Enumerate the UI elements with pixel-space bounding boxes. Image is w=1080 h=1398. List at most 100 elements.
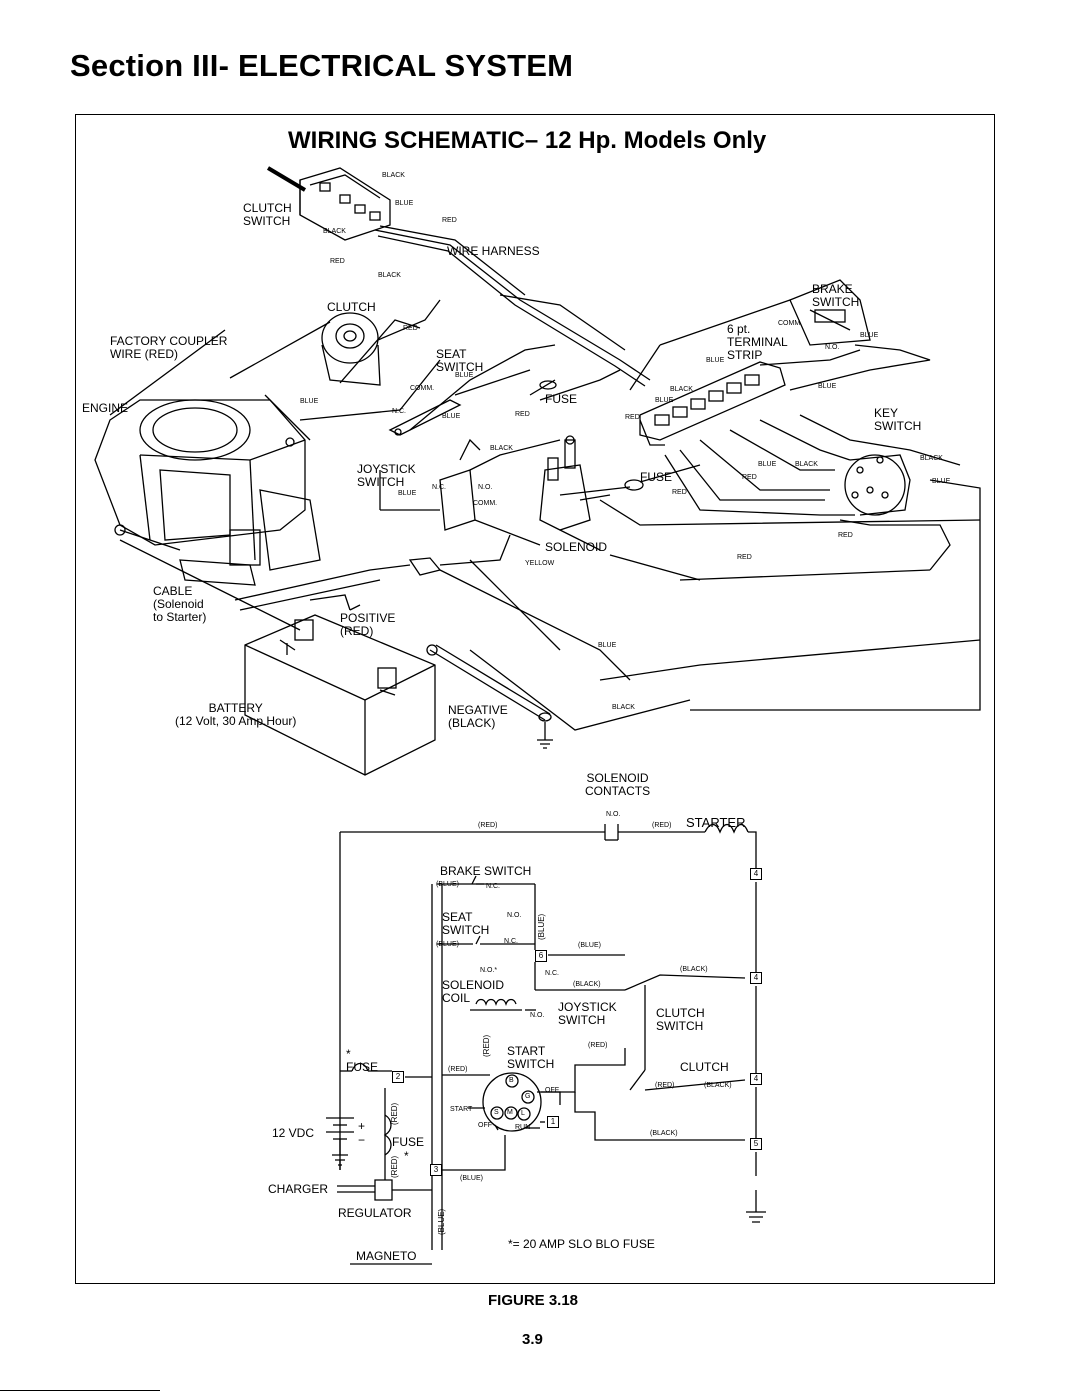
wire-color-label: BLUE <box>758 461 777 468</box>
wire-color-label: BLUE <box>395 200 414 207</box>
negative-label: NEGATIVE (BLACK) <box>448 703 508 730</box>
wire-color-label: (BLUE) <box>460 1175 483 1182</box>
wire-color-label: BLACK <box>670 386 693 393</box>
wire-color-label: BLACK <box>378 272 401 279</box>
wire-color-label: BLACK <box>612 704 635 711</box>
voltage-label: 12 VDC <box>272 1126 315 1140</box>
figure-caption: FIGURE 3.18 <box>488 1292 579 1309</box>
wire-color-label: RED <box>737 554 752 561</box>
engine-label: ENGINE <box>82 401 129 415</box>
wire-color-label: RED <box>625 414 640 421</box>
switch-terminal-letter: M <box>507 1109 513 1116</box>
no-label: N.O. <box>507 912 522 919</box>
wire-harness-label: WIRE HARNESS <box>447 244 540 258</box>
nc-label: N.C. <box>486 883 500 890</box>
terminal-box: 4 <box>750 1073 762 1085</box>
wire-color-label: (BLACK) <box>704 1082 732 1089</box>
wire-color-label: BLACK <box>323 228 346 235</box>
seat-switch-label: SEAT SWITCH <box>442 910 490 937</box>
wire-color-label: (BLUE) <box>436 941 459 948</box>
cable-label: CABLE (Solenoid to Starter) <box>153 584 207 624</box>
clutch-switch-label: CLUTCH SWITCH <box>243 201 292 228</box>
page-number: 3.9 <box>522 1331 543 1348</box>
nc-label: N.C. <box>432 484 446 491</box>
switch-terminal-letter: G <box>525 1093 531 1100</box>
wire-color-label: RED <box>672 489 687 496</box>
wire-color-label: BLACK <box>490 445 513 452</box>
footnote: *= 20 AMP SLO BLO FUSE <box>508 1237 655 1251</box>
wire-color-label: (RED) <box>588 1042 608 1049</box>
off-label: OFF <box>545 1087 559 1094</box>
wire-color-label: BLUE <box>860 332 879 339</box>
wire-color-label: BLUE <box>598 642 617 649</box>
wire-color-label: (RED) <box>478 822 498 829</box>
footnote-star: * <box>346 1047 351 1061</box>
wire-color-label: BLUE <box>398 490 417 497</box>
wire-color-label: (BLUE) <box>436 881 459 888</box>
factory-coupler-label: FACTORY COUPLER WIRE (RED) <box>110 334 228 361</box>
wire-color-label: BLUE <box>455 372 474 379</box>
switch-terminal-letter: S <box>494 1109 499 1116</box>
wire-color-label: RED <box>515 411 530 418</box>
no-label: N.O. <box>606 811 621 818</box>
terminal-box: 3 <box>430 1164 442 1176</box>
battery-label: BATTERY (12 Volt, 30 Amp.Hour) <box>175 701 297 728</box>
off-label: OFF <box>478 1122 492 1129</box>
fuse-label: FUSE <box>545 392 578 406</box>
start-position-label: START <box>450 1106 473 1113</box>
wire-color-label: (RED) <box>390 1102 399 1125</box>
wire-color-label: (RED) <box>652 822 672 829</box>
wire-color-label: (RED) <box>655 1082 675 1089</box>
terminal-strip-label: 6 pt. TERMINAL STRIP <box>727 322 788 362</box>
comm-label: COMM. <box>778 320 803 327</box>
wire-color-label: BLACK <box>382 172 405 179</box>
comm-label: COMM. <box>473 500 498 507</box>
solenoid-contacts-label: SOLENOID CONTACTS <box>585 771 651 798</box>
wire-color-label: BLUE <box>706 357 725 364</box>
wire-color-label: (BLUE) <box>537 913 546 940</box>
terminal-box: 4 <box>750 972 762 984</box>
positive-label: POSITIVE (RED) <box>340 611 396 638</box>
starter-label: STARTER <box>686 815 746 830</box>
plus-sign: + <box>358 1119 366 1133</box>
wire-color-label: RED <box>403 325 418 332</box>
terminal-box: 4 <box>750 868 762 880</box>
minus-sign: − <box>358 1133 366 1147</box>
brake-switch-label: BRAKE SWITCH <box>812 282 860 309</box>
run-label: RUN <box>515 1124 531 1131</box>
key-switch-label: KEY SWITCH <box>874 406 922 433</box>
comm-label: COMM. <box>410 385 435 392</box>
no-label: N.O.* <box>480 967 498 974</box>
fuse-label: FUSE <box>640 470 673 484</box>
terminal-box: 5 <box>750 1138 762 1150</box>
figure-title: WIRING SCHEMATIC– 12 Hp. Models Only <box>288 127 767 154</box>
terminal-box: 2 <box>392 1071 404 1083</box>
nc-label: N.C. <box>392 408 406 415</box>
clutch-switch-label: CLUTCH SWITCH <box>656 1006 705 1033</box>
magneto-label: MAGNETO <box>356 1249 417 1263</box>
joystick-switch-label: JOYSTICK SWITCH <box>357 462 416 489</box>
bottom-rule <box>0 1390 160 1391</box>
wire-color-label: (RED) <box>390 1155 399 1178</box>
wire-color-label: BLUE <box>655 397 674 404</box>
switch-terminal-letter: B <box>509 1077 514 1084</box>
seat-switch-label: SEAT SWITCH <box>436 347 484 374</box>
fuse-label: FUSE <box>392 1135 425 1149</box>
joystick-switch-label: JOYSTICK SWITCH <box>558 1000 617 1027</box>
no-label: N.O. <box>478 484 493 491</box>
no-label: N.O. <box>825 344 840 351</box>
wire-color-label: YELLOW <box>525 560 555 567</box>
figure-frame <box>75 114 995 1284</box>
wire-color-label: RED <box>838 532 853 539</box>
clutch-label: CLUTCH <box>680 1060 729 1074</box>
solenoid-coil-label: SOLENOID COIL <box>442 978 505 1005</box>
wire-color-label: RED <box>742 474 757 481</box>
wire-color-label: RED <box>330 258 345 265</box>
wire-color-label: (BLACK) <box>573 981 601 988</box>
wire-color-label: BLACK <box>795 461 818 468</box>
footnote-star: * <box>404 1149 409 1163</box>
start-switch-label: START SWITCH <box>507 1044 555 1071</box>
regulator-label: REGULATOR <box>338 1206 412 1220</box>
wire-color-label: BLUE <box>818 383 837 390</box>
